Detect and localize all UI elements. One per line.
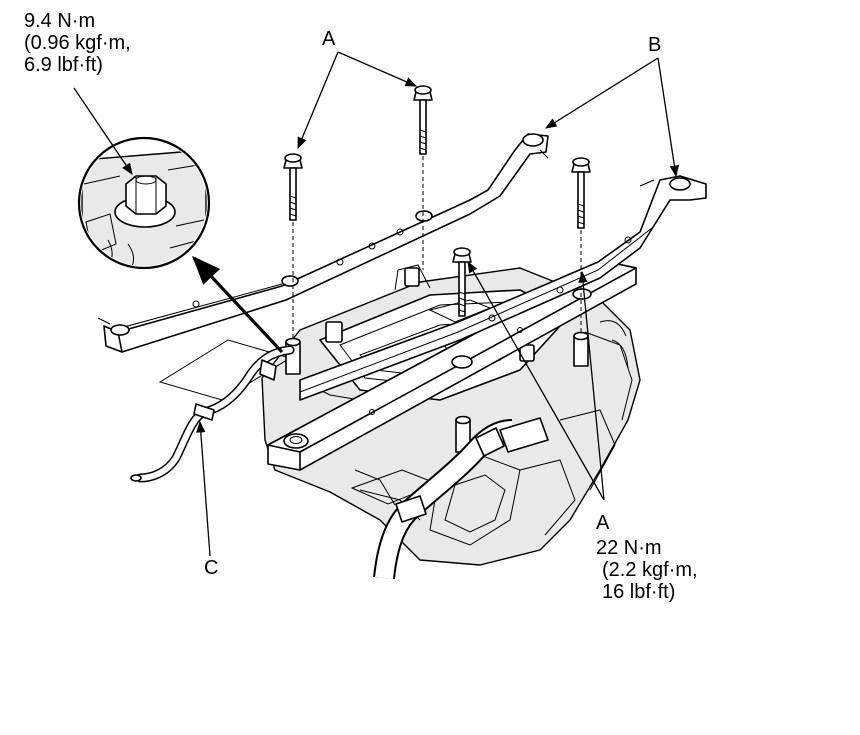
bolt-a-2 [413, 85, 433, 270]
torque-small-line2: (0.96 kgf·m, [24, 32, 131, 54]
lower-cross-brace [267, 261, 637, 471]
label-c: C [204, 557, 219, 579]
torque-spec-large: 22 N·m (2.2 kgf·m, 16 lbf·ft) [596, 537, 698, 603]
leader-lines [73, 51, 680, 557]
torque-small-line3: 6.9 lbf·ft) [24, 54, 103, 76]
right-frame-member [299, 175, 707, 401]
torque-spec-small: 9.4 N·m (0.96 kgf·m, 6.9 lbf·ft) [24, 10, 131, 76]
detail-magnifier [77, 136, 211, 270]
main-cables [373, 417, 549, 580]
torque-large-line3: 16 lbf·ft) [602, 581, 676, 603]
torque-large-line1: 22 N·m [596, 537, 662, 559]
bolt-a-1 [283, 153, 303, 340]
torque-large-line2: (2.2 kgf·m, [602, 559, 698, 581]
upper-cross-brace [97, 133, 549, 353]
label-b: B [648, 34, 662, 56]
torque-small-line1: 9.4 N·m [24, 10, 96, 32]
ground-cable-c [130, 345, 295, 483]
label-a-top: A [322, 28, 336, 50]
label-a-bottom: A [596, 512, 610, 534]
